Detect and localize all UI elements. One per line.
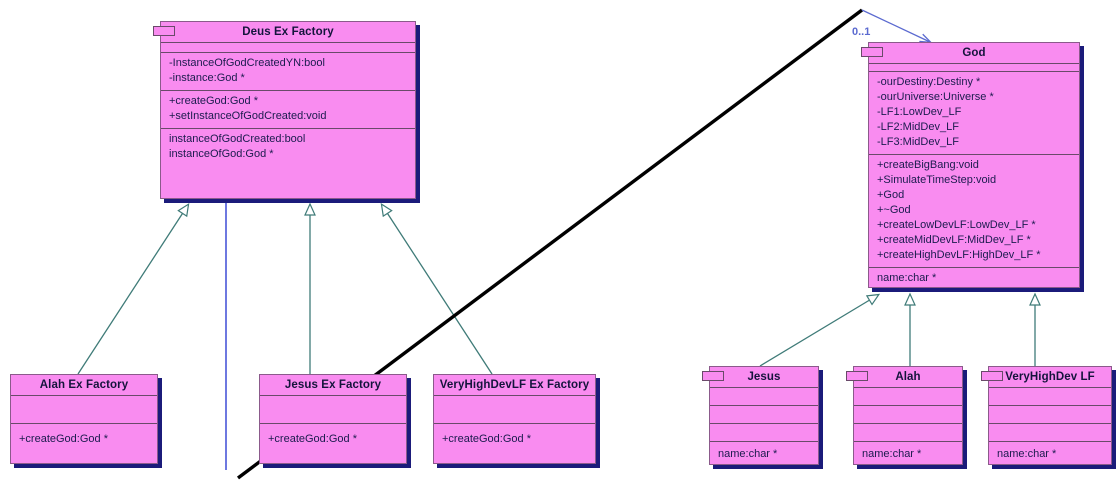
- class-box-veryhighdevlf-ex-factory[interactable]: VeryHighDevLF Ex Factory +createGod:God …: [433, 374, 596, 464]
- multiplicity-label-0-1: 0..1: [852, 26, 871, 38]
- compartment-spacer: [161, 43, 415, 53]
- member-line: +SimulateTimeStep:void: [877, 174, 997, 186]
- class-tab-icon: [153, 26, 175, 36]
- member-line: -LF3:MidDev_LF: [877, 136, 959, 148]
- class-box-jesus-ex-factory[interactable]: Jesus Ex Factory +createGod:God *: [259, 374, 407, 464]
- class-title-alah-ex-factory: Alah Ex Factory: [11, 375, 157, 396]
- member-line: +createGod:God *: [442, 433, 531, 445]
- compartment-operations: +createGod:God *: [434, 424, 595, 451]
- compartment-attributes: [989, 406, 1111, 424]
- class-title-veryhighdev-lf: VeryHighDev LF: [989, 367, 1111, 388]
- class-box-veryhighdev-lf[interactable]: VeryHighDev LF name:char *: [981, 366, 1112, 466]
- compartment-spacer: [710, 388, 818, 406]
- class-title-jesus: Jesus: [710, 367, 818, 388]
- compartment-properties: name:char *: [869, 268, 1079, 290]
- class-title-veryhighdevlf-ex-factory: VeryHighDevLF Ex Factory: [434, 375, 595, 396]
- member-line: instanceOfGod:God *: [169, 148, 274, 160]
- compartment-properties: instanceOfGodCreated:bool instanceOfGod:…: [161, 129, 415, 166]
- member-line: name:char *: [997, 448, 1057, 460]
- class-title-alah: Alah: [854, 367, 962, 388]
- compartment-attributes: [11, 396, 157, 424]
- member-line: -ourUniverse:Universe *: [877, 91, 994, 103]
- compartment-attributes: [854, 406, 962, 424]
- class-tab-icon: [981, 371, 1003, 381]
- compartment-properties: name:char *: [989, 442, 1111, 466]
- member-line: +createGod:God *: [19, 433, 108, 445]
- member-line: +createMidDevLF:MidDev_LF *: [877, 234, 1031, 246]
- member-line: +setInstanceOfGodCreated:void: [169, 110, 327, 122]
- member-line: instanceOfGodCreated:bool: [169, 133, 306, 145]
- class-box-alah[interactable]: Alah name:char *: [846, 366, 963, 466]
- member-line: name:char *: [877, 272, 937, 284]
- class-title-god: God: [869, 43, 1079, 64]
- member-line: +createGod:God *: [268, 433, 357, 445]
- compartment-properties: name:char *: [854, 442, 962, 466]
- compartment-attributes: [434, 396, 595, 424]
- compartment-operations: +createBigBang:void +SimulateTimeStep:vo…: [869, 155, 1079, 268]
- member-line: +createHighDevLF:HighDev_LF *: [877, 249, 1041, 261]
- compartment-operations: +createGod:God *: [11, 424, 157, 451]
- compartment-spacer: [869, 64, 1079, 72]
- member-line: -LF2:MidDev_LF: [877, 121, 959, 133]
- member-line: -ourDestiny:Destiny *: [877, 76, 981, 88]
- compartment-operations: +createGod:God *: [260, 424, 406, 451]
- compartment-operations: [989, 424, 1111, 442]
- member-line: +God: [877, 189, 905, 201]
- member-line: -LF1:LowDev_LF: [877, 106, 962, 118]
- class-title-jesus-ex-factory: Jesus Ex Factory: [260, 375, 406, 396]
- generalization-vhdlffactory-to-deus: [380, 202, 493, 375]
- member-line: +createGod:God *: [169, 95, 258, 107]
- generalization-jesus-to-god: [759, 293, 881, 367]
- association-arrow-to-god: [861, 9, 930, 42]
- compartment-spacer: [854, 388, 962, 406]
- class-tab-icon: [702, 371, 724, 381]
- member-line: +createBigBang:void: [877, 159, 979, 171]
- compartment-properties: name:char *: [710, 442, 818, 466]
- class-box-alah-ex-factory[interactable]: Alah Ex Factory +createGod:God *: [10, 374, 158, 464]
- compartment-attributes: -InstanceOfGodCreatedYN:bool -instance:G…: [161, 53, 415, 91]
- class-tab-icon: [861, 47, 883, 57]
- generalization-alahfactory-to-deus: [77, 202, 190, 375]
- member-line: name:char *: [862, 448, 922, 460]
- compartment-operations: +createGod:God * +setInstanceOfGodCreate…: [161, 91, 415, 129]
- class-box-god[interactable]: God -ourDestiny:Destiny * -ourUniverse:U…: [861, 42, 1080, 290]
- member-line: name:char *: [718, 448, 778, 460]
- compartment-attributes: -ourDestiny:Destiny * -ourUniverse:Unive…: [869, 72, 1079, 155]
- member-line: -instance:God *: [169, 72, 245, 84]
- member-line: +~God: [877, 204, 911, 216]
- class-tab-icon: [846, 371, 868, 381]
- class-box-jesus[interactable]: Jesus name:char *: [702, 366, 819, 466]
- member-line: -InstanceOfGodCreatedYN:bool: [169, 57, 325, 69]
- compartment-spacer: [989, 388, 1111, 406]
- member-line: +createLowDevLF:LowDev_LF *: [877, 219, 1036, 231]
- compartment-attributes: [710, 406, 818, 424]
- class-title-deus-ex-factory: Deus Ex Factory: [161, 22, 415, 43]
- compartment-operations: [710, 424, 818, 442]
- class-box-deus-ex-factory[interactable]: Deus Ex Factory -InstanceOfGodCreatedYN:…: [153, 21, 416, 199]
- compartment-attributes: [260, 396, 406, 424]
- compartment-operations: [854, 424, 962, 442]
